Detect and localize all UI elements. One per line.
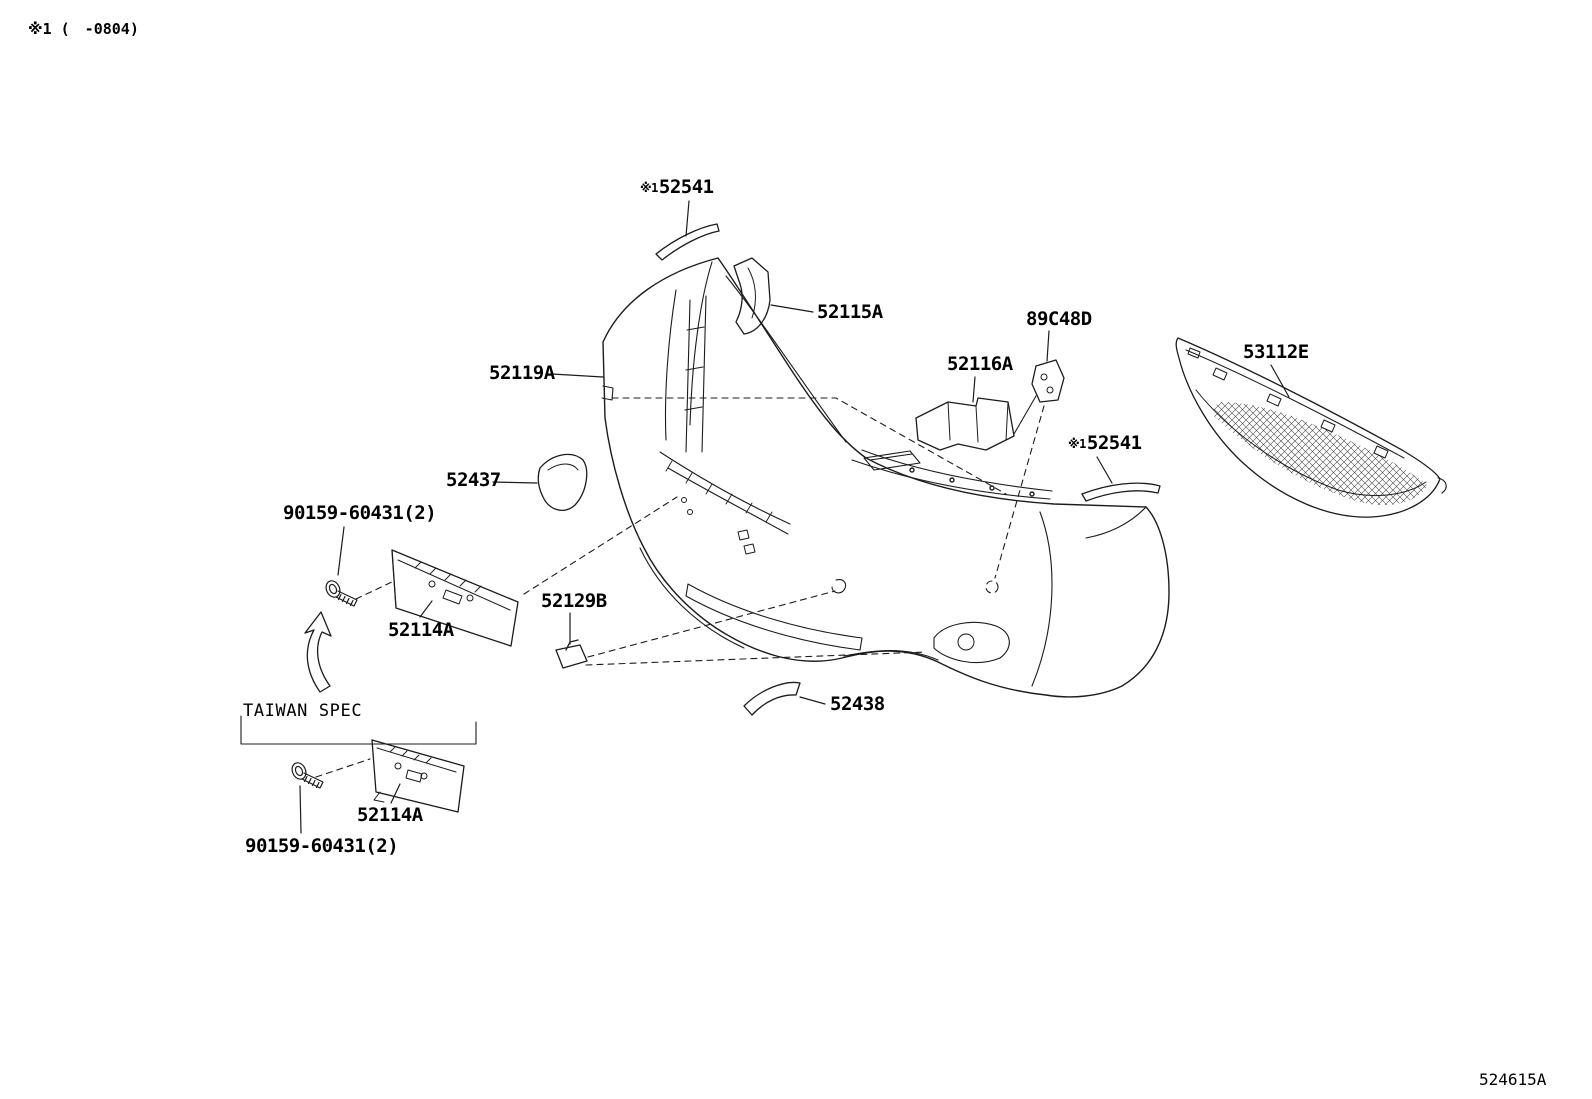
part-label-52114a-taiwan[interactable]: 52114A [357,804,423,826]
part-label-52129b[interactable]: 52129B [541,590,607,612]
dashed-reference-lines [315,397,1045,778]
part-label-90159-60431-top[interactable]: 90159-60431(2) [283,502,437,524]
diagram-code: 524615A [1479,1070,1547,1089]
footnote-revision: ※1 ( -0804) [28,20,139,38]
grille-art [1175,337,1447,518]
part-label-90159-60431-taiwan[interactable]: 90159-60431(2) [245,835,399,857]
bumper-cover-art [601,257,1170,698]
part-label-53112e[interactable]: 53112E [1243,341,1309,363]
part-label-52541-right[interactable]: ※152541 [1068,432,1142,454]
part-label-52116a[interactable]: 52116A [947,353,1013,375]
part-label-52115a[interactable]: 52115A [817,301,883,323]
part-label-52437[interactable]: 52437 [446,469,501,491]
part-label-52541-top[interactable]: ※152541 [640,176,714,198]
small-parts-art [240,223,1161,813]
part-label-89c48d[interactable]: 89C48D [1026,308,1092,330]
footnote-marker: ※1 [1068,437,1086,451]
part-label-52119a[interactable]: 52119A [489,362,555,384]
part-label-52438[interactable]: 52438 [830,693,885,715]
part-label-52114a-top[interactable]: 52114A [388,619,454,641]
part-label-taiwan-spec[interactable]: TAIWAN SPEC [243,701,363,721]
leader-lines [299,200,1290,834]
footnote-marker: ※1 [640,181,658,195]
